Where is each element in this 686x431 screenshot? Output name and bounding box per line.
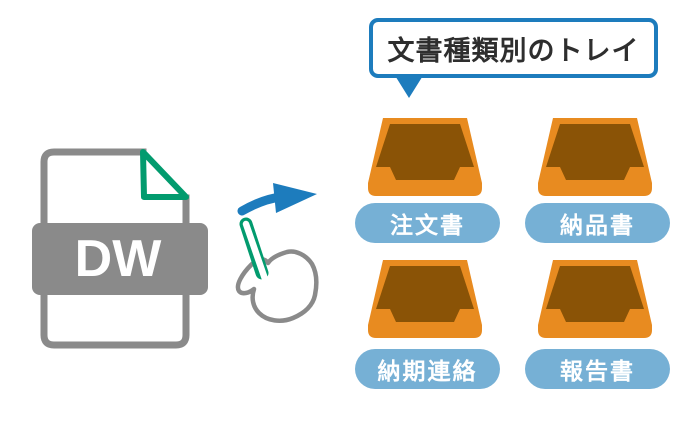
file-type-band xyxy=(32,223,208,295)
tray-label-text: 報告書 xyxy=(560,358,635,384)
tray-label-text: 納期連絡 xyxy=(377,358,478,384)
tray-opening xyxy=(546,124,644,180)
file-type-label: DW xyxy=(75,230,163,288)
tray-label-text: 注文書 xyxy=(390,212,465,238)
pointing-hand-icon xyxy=(235,217,319,323)
tray-opening xyxy=(376,124,474,180)
tray-label-delivery-date: 納期連絡 xyxy=(355,349,500,389)
tray-opening xyxy=(546,266,644,322)
inbox-tray-icon xyxy=(538,260,652,338)
title-label: 文書種類別のトレイ xyxy=(387,35,640,66)
inbox-tray-icon xyxy=(368,260,482,338)
callout-pointer-icon xyxy=(394,74,424,98)
page-fold-corner-icon xyxy=(140,149,189,200)
page-outline xyxy=(40,148,190,349)
tray-label-text: 納品書 xyxy=(560,212,635,238)
dw-file-icon: DW xyxy=(32,148,208,349)
arrow-head xyxy=(273,183,317,213)
inbox-tray-icon xyxy=(368,118,482,196)
hand-palm xyxy=(235,249,319,323)
right-arrow-icon xyxy=(237,183,317,216)
inbox-tray-icon xyxy=(538,118,652,196)
tray-label-delivery-slip: 納品書 xyxy=(525,203,670,243)
tray-opening xyxy=(376,266,474,322)
tray-label-order: 注文書 xyxy=(355,203,500,243)
index-finger-fill xyxy=(242,220,269,283)
title-callout: 文書種類別のトレイ xyxy=(369,18,658,78)
tray-label-report: 報告書 xyxy=(525,349,670,389)
